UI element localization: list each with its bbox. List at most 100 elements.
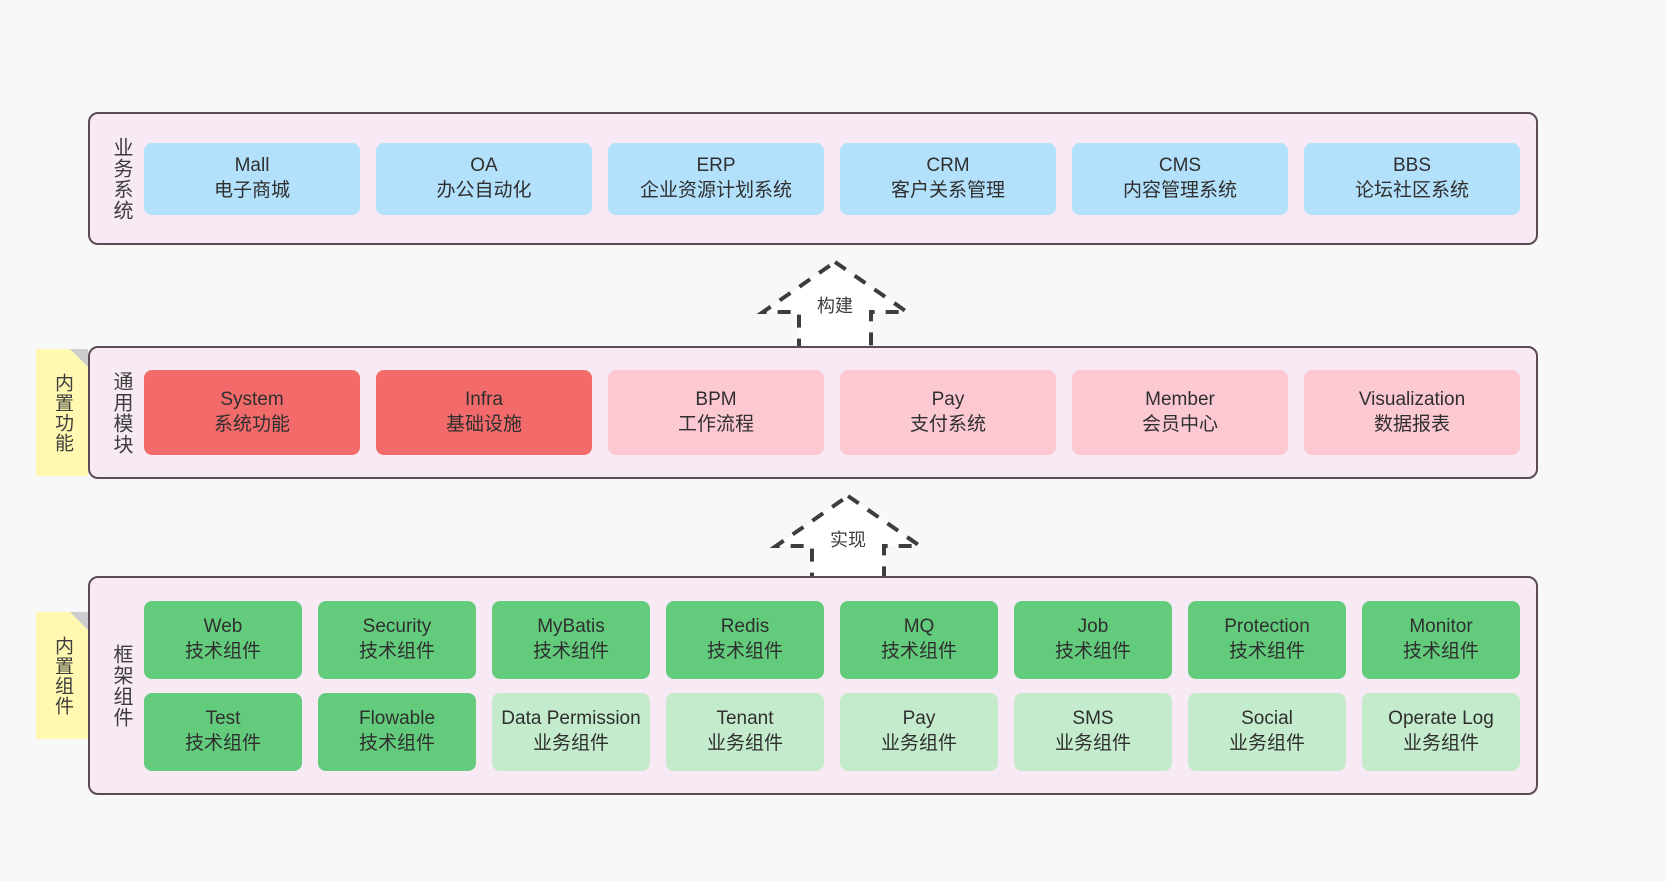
card-title: OA (470, 155, 498, 177)
card-row: Mall 电子商城 OA 办公自动化 ERP 企业资源计划系统 CRM 客户关系… (144, 142, 1520, 215)
card-job[interactable]: Job 技术组件 (1014, 600, 1172, 679)
card-title: Job (1077, 616, 1109, 638)
card-system[interactable]: System 系统功能 (144, 370, 360, 455)
sticky-note-label: 内置组件 (52, 635, 74, 716)
arrow-implement-label: 实现 (830, 530, 866, 550)
card-title: Flowable (358, 708, 436, 730)
card-sms[interactable]: SMS 业务组件 (1014, 692, 1172, 771)
card-subtitle: 技术组件 (706, 640, 783, 662)
card-subtitle: 技术组件 (358, 640, 435, 662)
layer-common-cards: System 系统功能 Infra 基础设施 BPM 工作流程 Pay 支付系统… (138, 370, 1536, 455)
card-subtitle: 技术组件 (1228, 640, 1305, 662)
card-subtitle: 业务组件 (880, 732, 957, 754)
card-subtitle: 系统功能 (213, 413, 290, 435)
card-bbs[interactable]: BBS 论坛社区系统 (1304, 142, 1520, 215)
card-title: Operate Log (1388, 708, 1494, 730)
layer-business-systems: 业务系统 Mall 电子商城 OA 办公自动化 ERP 企业资源计划系统 CRM… (88, 112, 1538, 245)
sticky-note-builtin-components[interactable]: 内置组件 (36, 612, 88, 739)
card-title: Data Permission (501, 708, 641, 730)
card-title: Security (362, 616, 432, 638)
card-subtitle: 技术组件 (358, 732, 435, 754)
card-subtitle: 业务组件 (1402, 732, 1479, 754)
card-pay-biz[interactable]: Pay 业务组件 (840, 692, 998, 771)
layer-framework-components: 框架组件 Web 技术组件 Security 技术组件 MyBatis 技术组件… (88, 576, 1538, 795)
sticky-note-builtin-features[interactable]: 内置功能 (36, 349, 88, 476)
card-operate-log[interactable]: Operate Log 业务组件 (1362, 692, 1520, 771)
card-title: Social (1241, 708, 1293, 730)
card-subtitle: 技术组件 (1054, 640, 1131, 662)
layer-common-label: 通用模块 (110, 370, 132, 455)
card-title: Web (203, 616, 243, 638)
card-title: Tenant (716, 708, 774, 730)
card-title: Protection (1224, 616, 1310, 638)
card-title: Redis (720, 616, 770, 638)
card-visualization[interactable]: Visualization 数据报表 (1304, 370, 1520, 455)
card-bpm[interactable]: BPM 工作流程 (608, 370, 824, 455)
layer-business-label: 业务系统 (110, 136, 132, 221)
card-subtitle: 电子商城 (213, 179, 290, 201)
card-web[interactable]: Web 技术组件 (144, 600, 302, 679)
arrow-build-label: 构建 (817, 296, 853, 316)
card-subtitle: 办公自动化 (436, 179, 532, 201)
card-erp[interactable]: ERP 企业资源计划系统 (608, 142, 824, 215)
card-member[interactable]: Member 会员中心 (1072, 370, 1288, 455)
card-social[interactable]: Social 业务组件 (1188, 692, 1346, 771)
card-subtitle: 技术组件 (532, 640, 609, 662)
card-subtitle: 论坛社区系统 (1354, 179, 1469, 201)
card-subtitle: 技术组件 (1402, 640, 1479, 662)
card-title: BBS (1392, 155, 1432, 177)
card-subtitle: 业务组件 (1228, 732, 1305, 754)
card-title: Pay (902, 708, 936, 730)
arrow-implement: 实现 (768, 490, 928, 590)
card-title: CMS (1158, 155, 1202, 177)
card-row: Web 技术组件 Security 技术组件 MyBatis 技术组件 Redi… (144, 600, 1520, 679)
arrow-build: 构建 (755, 256, 915, 356)
card-title: CRM (926, 155, 970, 177)
card-data-permission[interactable]: Data Permission 业务组件 (492, 692, 650, 771)
card-subtitle: 业务组件 (532, 732, 609, 754)
card-subtitle: 企业资源计划系统 (639, 179, 792, 201)
layer-common-modules: 通用模块 System 系统功能 Infra 基础设施 BPM 工作流程 Pay… (88, 346, 1538, 479)
card-title: Monitor (1409, 616, 1473, 638)
card-crm[interactable]: CRM 客户关系管理 (840, 142, 1056, 215)
card-title: Mall (234, 155, 270, 177)
card-flowable[interactable]: Flowable 技术组件 (318, 692, 476, 771)
card-security[interactable]: Security 技术组件 (318, 600, 476, 679)
folded-corner-icon (70, 612, 88, 630)
card-mq[interactable]: MQ 技术组件 (840, 600, 998, 679)
card-subtitle: 数据报表 (1373, 413, 1450, 435)
sticky-note-label: 内置功能 (52, 372, 74, 453)
card-title: Visualization (1358, 389, 1466, 411)
card-subtitle: 支付系统 (909, 413, 986, 435)
card-monitor[interactable]: Monitor 技术组件 (1362, 600, 1520, 679)
card-subtitle: 技术组件 (184, 732, 261, 754)
card-cms[interactable]: CMS 内容管理系统 (1072, 142, 1288, 215)
card-subtitle: 会员中心 (1141, 413, 1218, 435)
card-subtitle: 业务组件 (706, 732, 783, 754)
card-redis[interactable]: Redis 技术组件 (666, 600, 824, 679)
card-title: MyBatis (537, 616, 605, 638)
layer-business-cards: Mall 电子商城 OA 办公自动化 ERP 企业资源计划系统 CRM 客户关系… (138, 142, 1536, 215)
card-title: ERP (696, 155, 736, 177)
card-title: BPM (695, 389, 737, 411)
card-row: System 系统功能 Infra 基础设施 BPM 工作流程 Pay 支付系统… (144, 370, 1520, 455)
card-mybatis[interactable]: MyBatis 技术组件 (492, 600, 650, 679)
card-title: SMS (1072, 708, 1114, 730)
card-row: Test 技术组件 Flowable 技术组件 Data Permission … (144, 692, 1520, 771)
card-title: Pay (931, 389, 965, 411)
card-pay[interactable]: Pay 支付系统 (840, 370, 1056, 455)
card-subtitle: 技术组件 (880, 640, 957, 662)
card-subtitle: 技术组件 (184, 640, 261, 662)
card-subtitle: 客户关系管理 (890, 179, 1005, 201)
card-title: Member (1145, 389, 1215, 411)
card-test[interactable]: Test 技术组件 (144, 692, 302, 771)
card-oa[interactable]: OA 办公自动化 (376, 142, 592, 215)
card-title: MQ (903, 616, 935, 638)
card-subtitle: 内容管理系统 (1122, 179, 1237, 201)
card-protection[interactable]: Protection 技术组件 (1188, 600, 1346, 679)
card-mall[interactable]: Mall 电子商城 (144, 142, 360, 215)
card-infra[interactable]: Infra 基础设施 (376, 370, 592, 455)
card-title: Test (205, 708, 241, 730)
card-tenant[interactable]: Tenant 业务组件 (666, 692, 824, 771)
